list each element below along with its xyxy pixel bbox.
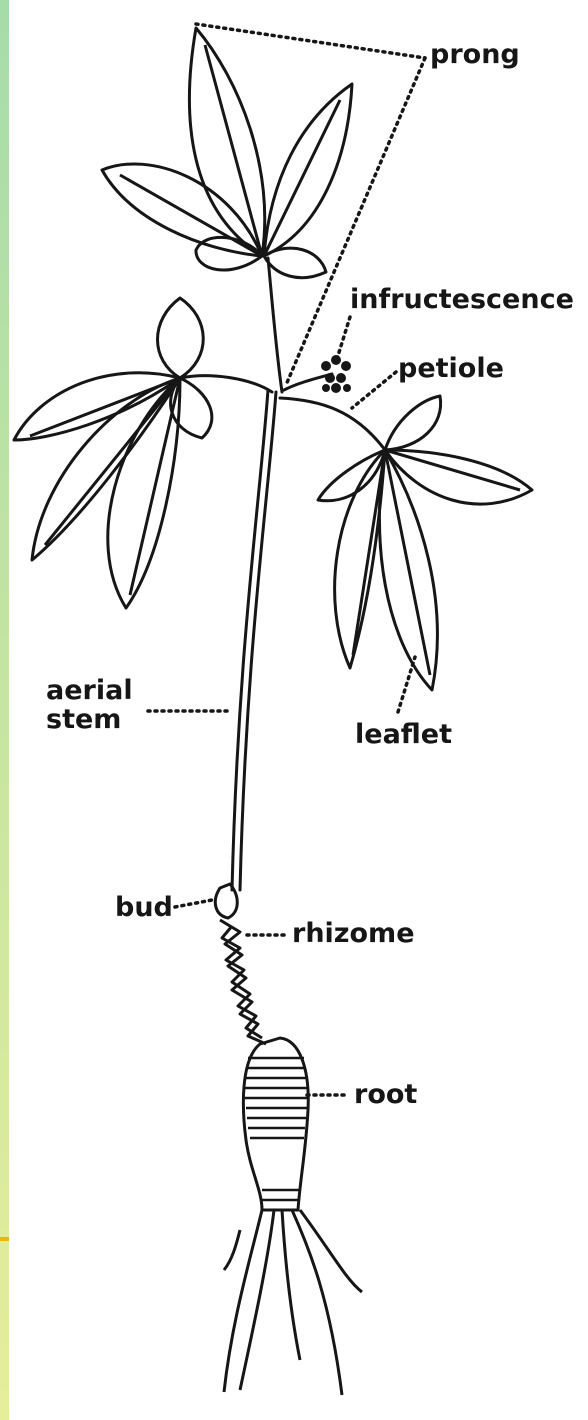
label-infructescence: infructescence: [350, 286, 574, 313]
rhizome: [215, 884, 266, 1044]
left-petiole: [180, 376, 272, 392]
right-petiole: [280, 398, 385, 450]
label-petiole: petiole: [398, 355, 504, 382]
root-body: [243, 1038, 308, 1210]
top-prong-leaves: [102, 28, 352, 278]
stem-lines: [180, 258, 385, 890]
leaf-right-bottom: [335, 450, 385, 668]
infructescence-berries: [321, 355, 351, 393]
leaf-left-upper: [158, 298, 204, 378]
root-branch-mid: [282, 1210, 300, 1360]
upper-stalk: [268, 258, 282, 392]
root-branch-left: [224, 1210, 274, 1392]
leader-petiole: [352, 372, 396, 408]
left-prong-leaves: [14, 298, 212, 608]
label-leaflet: leaflet: [355, 721, 452, 748]
label-aerial: aerial: [46, 677, 133, 704]
label-root: root: [354, 1081, 417, 1108]
leaf-right-upper: [385, 396, 441, 450]
leader-prong-top: [196, 24, 425, 58]
leader-infructescence: [336, 317, 350, 362]
root: [224, 1038, 362, 1395]
right-prong-leaves: [318, 396, 532, 690]
leaf-small-right: [264, 248, 326, 277]
aerial-stem: [232, 390, 268, 890]
leader-bud: [175, 900, 212, 907]
label-bud: bud: [115, 894, 173, 921]
label-stem: stem: [46, 706, 121, 733]
label-prong: prong: [430, 41, 520, 68]
bud-shape: [215, 884, 237, 918]
root-branch-right: [292, 1210, 362, 1395]
leaf-right-small: [318, 450, 385, 501]
label-rhizome: rhizome: [292, 920, 415, 947]
